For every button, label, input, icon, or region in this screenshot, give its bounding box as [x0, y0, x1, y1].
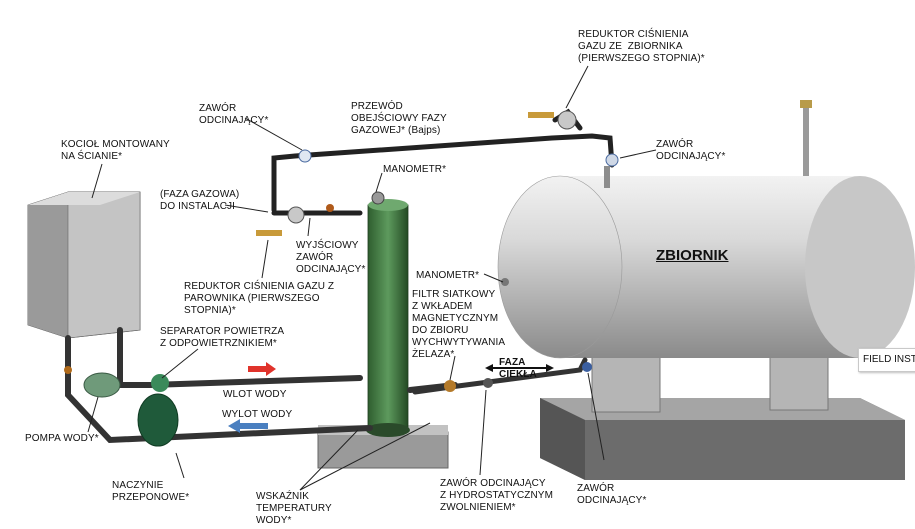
label-filter: FILTR SIATKOWY Z WKŁADEM MAGNETYCZNYM DO… [412, 289, 506, 360]
label-shutoff-right: ZAWÓR ODCINAJĄCY* [656, 139, 726, 162]
label-boiler: KOCIOŁ MONTOWANY NA ŚCIANIE* [61, 139, 170, 162]
label-water-out: WYLOT WODY [222, 409, 293, 420]
vaporizer [366, 191, 410, 437]
label-outlet-valve: WYJŚCIOWY ZAWÓR ODCINAJĄCY* [296, 240, 366, 275]
label-regulator-tank: REDUKTOR CIŚNIENIA GAZU ZE ZBIORNIKA (PI… [578, 29, 705, 64]
label-manometer-top: MANOMETR* [383, 164, 447, 175]
label-temp-gauge: WSKAŹNIK TEMPERATURY WODY* [256, 491, 332, 526]
liquid-phase-arrow [485, 364, 554, 372]
label-gas-phase: (FAZA GAZOWA) DO INSTALACJI [160, 189, 240, 212]
valves [64, 110, 619, 447]
label-manometer-tank: MANOMETR* [416, 270, 480, 281]
water-in-arrow [248, 362, 276, 376]
label-bypass: PRZEWÓD OBEJŚCIOWY FAZY GAZOWEJ* (Bajps) [351, 101, 447, 136]
propane-tank [497, 100, 915, 359]
label-regulator-vaporizer: REDUKTOR CIŚNIENIA GAZU Z PAROWNIKA (PIE… [184, 281, 335, 316]
label-shutoff-top: ZAWÓR ODCINAJĄCY* [199, 103, 269, 126]
label-liquid-phase: FAZA CIEKŁA [499, 357, 537, 380]
label-expansion-vessel: NACZYNIE PRZEPONOWE* [112, 480, 190, 503]
wall-boiler [27, 191, 141, 339]
label-pump: POMPA WODY* [25, 433, 99, 444]
label-shutoff-bottom: ZAWÓR ODCINAJĄCY* [577, 483, 647, 506]
water-out-arrow [228, 419, 268, 433]
label-water-in: WLOT WODY [223, 389, 287, 400]
leader-lines [87, 65, 657, 491]
field-install-tooltip: FIELD INST [858, 348, 915, 372]
label-hydro-valve: ZAWÓR ODCINAJĄCY Z HYDROSTATYCZNYM ZWOLN… [440, 478, 553, 513]
label-separator: SEPARATOR POWIETRZA Z ODPOWIETRZNIKIEM* [160, 326, 285, 349]
tank-title: ZBIORNIK [656, 247, 729, 264]
flow-arrows [228, 362, 554, 433]
